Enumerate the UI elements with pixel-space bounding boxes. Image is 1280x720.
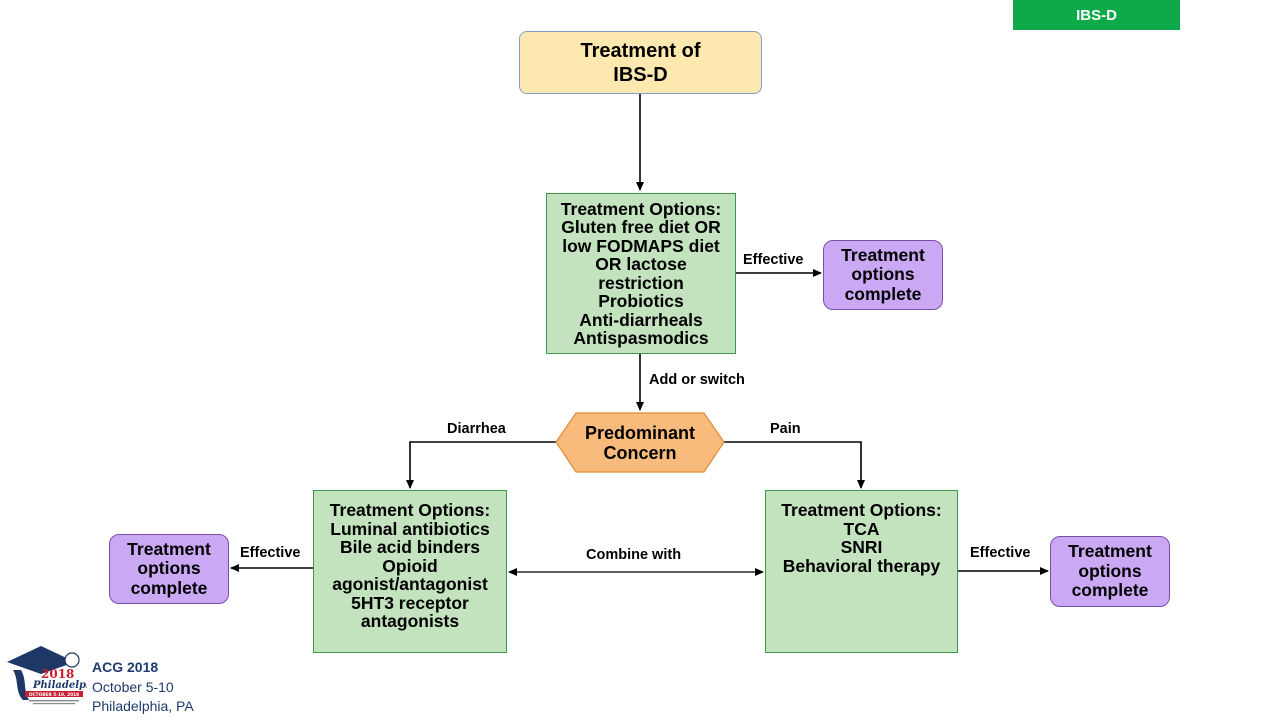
option-line: Bile acid binders (339, 537, 481, 557)
footer-dates: October 5-10 (92, 679, 174, 695)
footer-location: Philadelphia, PA (92, 698, 194, 714)
logo-dates: OCTOBER 5-10, 2018 (29, 692, 79, 698)
logo-year: 2018 (41, 667, 74, 681)
option-line: TCA (843, 518, 880, 539)
complete-line: complete (130, 577, 208, 598)
complete-line: options (137, 558, 201, 579)
option-line: Gluten free diet OR (561, 217, 721, 237)
label-add-or-switch: Add or switch (649, 372, 745, 388)
footer-title: ACG 2018 (92, 659, 159, 675)
label-pain: Pain (770, 421, 801, 437)
option-line: Behavioral therapy (782, 555, 941, 576)
complete-line: complete (844, 283, 922, 304)
label-effective-top: Effective (743, 252, 804, 268)
decision-line2: Concern (603, 442, 677, 463)
treatment-options-initial: Treatment Options: Gluten free diet OR l… (546, 193, 736, 354)
arrow-decision-to-pain (724, 441, 865, 489)
label-effective-right: Effective (970, 545, 1031, 561)
logo-city: Philadelphia (32, 680, 87, 691)
start-title-line2: IBS-D (613, 63, 668, 86)
option-line: Anti-diarrheals (579, 309, 703, 330)
arrow-decision-to-diarrhea (406, 441, 556, 489)
complete-line: Treatment (841, 244, 925, 265)
acg-2018-logo: 2018 Philadelphia OCTOBER 5-10, 2018 (7, 646, 87, 705)
decision-hexagon (555, 412, 725, 473)
option-line: restriction (598, 272, 684, 293)
label-combine-with: Combine with (586, 547, 682, 563)
treatment-complete-top: Treatment options complete (823, 240, 943, 310)
treatment-options-diarrhea: Treatment Options: Luminal antibiotics B… (313, 490, 507, 653)
label-diarrhea: Diarrhea (447, 421, 506, 437)
complete-line: options (851, 264, 915, 285)
ibs-d-tag: IBS-D (1013, 0, 1180, 30)
option-line: Treatment Options: (781, 500, 942, 520)
start-title-line1: Treatment of (580, 39, 701, 62)
option-line: OR lactose (595, 254, 687, 274)
complete-line: Treatment (127, 538, 211, 559)
option-line: SNRI (840, 537, 883, 557)
option-line: Opioid (382, 555, 438, 576)
complete-line: Treatment (1068, 541, 1152, 562)
treatment-complete-right: Treatment options complete (1050, 536, 1170, 607)
option-line: Antispasmodics (573, 328, 709, 348)
option-line: agonist/antagonist (332, 574, 488, 594)
option-line: low FODMAPS diet (562, 235, 720, 256)
option-line: Probiotics (598, 291, 684, 311)
decision-line1: Predominant (584, 422, 695, 443)
predominant-concern-decision: Predominant Concern (556, 412, 724, 473)
treatment-complete-left: Treatment options complete (109, 534, 229, 604)
option-line: Treatment Options: (329, 500, 491, 520)
option-line: antagonists (360, 611, 460, 631)
complete-line: options (1078, 560, 1142, 581)
option-line: Treatment Options: (560, 198, 722, 219)
option-line: Luminal antibiotics (330, 518, 490, 539)
option-line: 5HT3 receptor (351, 592, 469, 613)
start-node: Treatment of IBS-D (519, 31, 762, 94)
complete-line: complete (1071, 580, 1149, 601)
label-effective-left: Effective (240, 545, 301, 561)
treatment-options-pain: Treatment Options: TCA SNRI Behavioral t… (765, 490, 958, 653)
